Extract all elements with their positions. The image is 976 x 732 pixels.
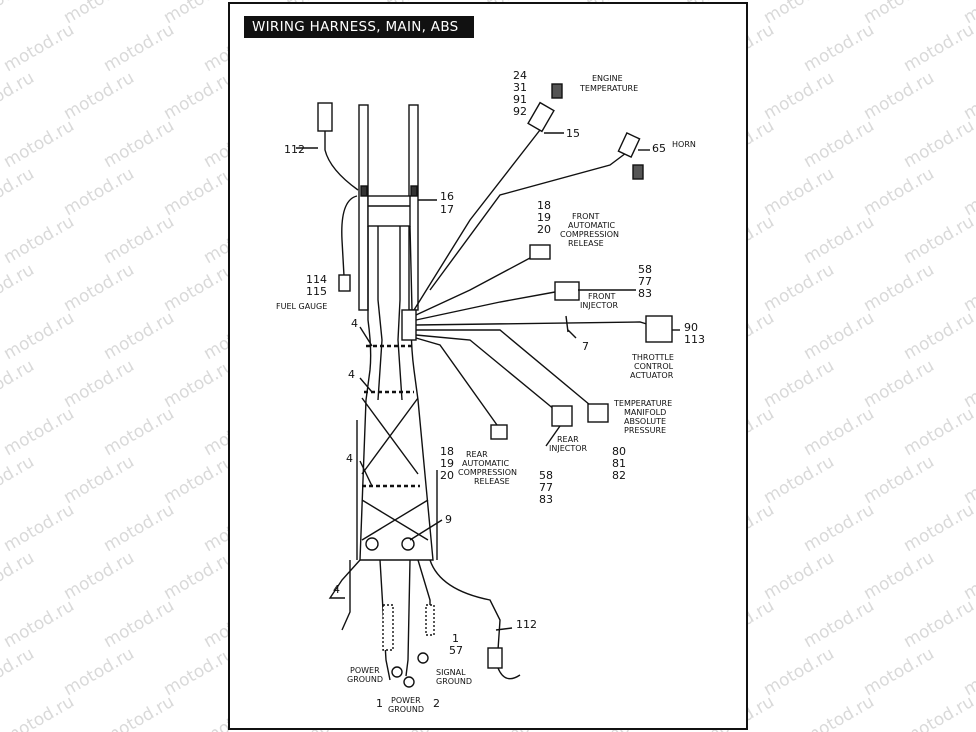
callout-58-front: 58 [638, 263, 652, 276]
callout-83-front: 83 [638, 287, 652, 300]
harness-drawing [296, 83, 680, 688]
callout-58-rear: 58 [539, 469, 553, 482]
callout-19-front: 19 [537, 211, 551, 224]
callout-112-bottom: 112 [516, 618, 537, 631]
callout-2: 2 [433, 697, 440, 710]
callout-20-rear: 20 [440, 469, 454, 482]
callout-9: 9 [445, 513, 452, 526]
callout-7: 7 [582, 340, 589, 353]
rear-injector-label-2: INJECTOR [549, 444, 588, 453]
callout-18-front: 18 [537, 199, 551, 212]
tca-label-1: THROTTLE [631, 353, 674, 362]
front-acr-label-3: COMPRESSION [560, 230, 619, 239]
callout-113: 113 [684, 333, 705, 346]
page-title: WIRING HARNESS, MAIN, ABS [244, 16, 474, 38]
callout-24: 24 [513, 69, 527, 82]
callout-17: 17 [440, 203, 454, 216]
callout-83-rear: 83 [539, 493, 553, 506]
callout-20-front: 20 [537, 223, 551, 236]
callout-4-a: 4 [351, 317, 358, 330]
callout-1-signal: 1 [452, 632, 459, 645]
front-injector-label-1: FRONT [588, 292, 615, 301]
horn-label: HORN [672, 140, 696, 149]
callout-19-rear: 19 [440, 457, 454, 470]
callout-92: 92 [513, 105, 527, 118]
diagram-page [228, 2, 748, 730]
callout-57: 57 [449, 644, 463, 657]
front-acr-label-2: AUTOMATIC [568, 221, 616, 230]
tca-label-3: ACTUATOR [630, 371, 674, 380]
map-label-3: ABSOLUTE [624, 417, 666, 426]
map-label-4: PRESSURE [624, 426, 666, 435]
callout-80: 80 [612, 445, 626, 458]
callout-90: 90 [684, 321, 698, 334]
power-ground-a-label-1: POWER [350, 666, 380, 675]
callout-15: 15 [566, 127, 580, 140]
rear-acr-label-1: REAR [466, 450, 488, 459]
callout-4-c: 4 [346, 452, 353, 465]
rear-injector-label-1: REAR [557, 435, 579, 444]
power-ground-a-label-2: GROUND [347, 675, 383, 684]
power-ground-b-label-2: GROUND [388, 705, 424, 714]
callout-81: 81 [612, 457, 626, 470]
front-acr-label-4: RELEASE [568, 239, 604, 248]
callout-4-d: 4 [333, 583, 340, 596]
front-injector-label-2: INJECTOR [580, 301, 619, 310]
fuel-gauge-label: FUEL GAUGE [276, 302, 327, 311]
front-acr-label-1: FRONT [572, 212, 599, 221]
rear-acr-label-3: COMPRESSION [458, 468, 517, 477]
callout-65: 65 [652, 142, 666, 155]
tca-label-2: CONTROL [634, 362, 674, 371]
rear-acr-label-4: RELEASE [474, 477, 510, 486]
callout-82: 82 [612, 469, 626, 482]
callout-31: 31 [513, 81, 527, 94]
callout-91: 91 [513, 93, 527, 106]
engine-temp-label-1: ENGINE [592, 74, 623, 83]
callout-18-rear: 18 [440, 445, 454, 458]
signal-ground-label-1: SIGNAL [436, 668, 466, 677]
callout-77-rear: 77 [539, 481, 553, 494]
signal-ground-label-2: GROUND [436, 677, 472, 686]
callout-112-top: 112 [284, 143, 305, 156]
engine-temp-label-2: TEMPERATURE [579, 84, 638, 93]
callout-4-b: 4 [348, 368, 355, 381]
callout-16: 16 [440, 190, 454, 203]
map-label-1: TEMPERATURE [613, 399, 672, 408]
rear-acr-label-2: AUTOMATIC [462, 459, 510, 468]
map-label-2: MANIFOLD [624, 408, 666, 417]
callout-114: 114 [306, 273, 327, 286]
power-ground-b-label-1: POWER [391, 696, 421, 705]
callout-1-power: 1 [376, 697, 383, 710]
callout-77-front: 77 [638, 275, 652, 288]
callout-115: 115 [306, 285, 327, 298]
